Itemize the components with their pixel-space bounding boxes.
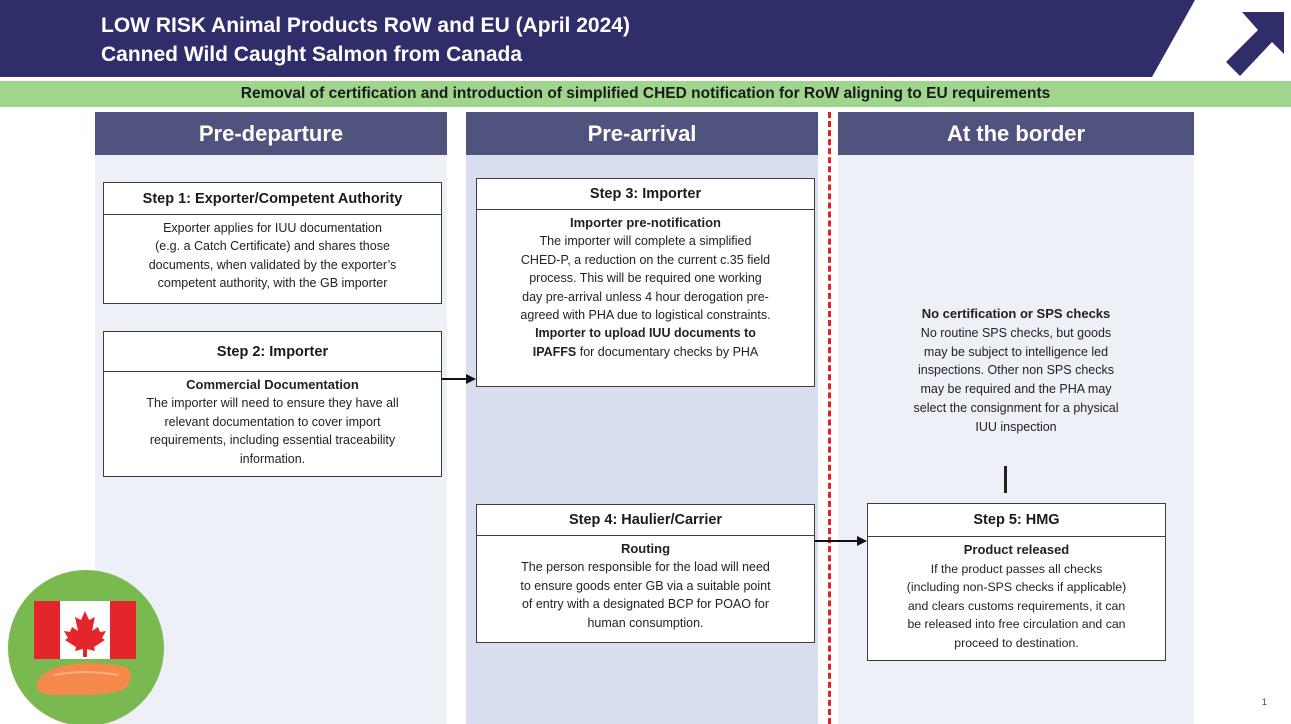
border-divider-line — [828, 112, 831, 724]
border-checks-note: No certification or SPS checks No routin… — [868, 305, 1164, 437]
page-title: LOW RISK Animal Products RoW and EU (Apr… — [101, 14, 630, 37]
step3-tail: for documentary checks by PHA — [576, 344, 759, 359]
border-note-line: inspections. Other non SPS checks — [918, 363, 1114, 378]
step5-body: Product released If the product passes a… — [868, 537, 1165, 652]
page-subtitle: Canned Wild Caught Salmon from Canada — [101, 43, 523, 66]
step2-line: information. — [239, 451, 306, 466]
step4-title: Step 4: Haulier/Carrier — [477, 505, 814, 536]
step2-body: Commercial Documentation The importer wi… — [104, 372, 441, 468]
step4-line: of entry with a designated BCP for POAO … — [521, 597, 770, 612]
canada-flag-icon — [34, 601, 136, 695]
step3-line: agreed with PHA due to logistical constr… — [520, 308, 771, 323]
step3-title: Step 3: Importer — [477, 179, 814, 210]
step2-line: The importer will need to ensure they ha… — [146, 396, 399, 411]
column-header-pre-arrival: Pre-arrival — [466, 112, 818, 155]
step4-line: The person responsible for the load will… — [521, 560, 770, 575]
step2-subtitle: Commercial Documentation — [186, 377, 359, 392]
step3-bold-line: Importer to upload IUU documents to — [535, 326, 756, 341]
step3-line: day pre-arrival unless 4 hour derogation… — [522, 289, 769, 304]
step3-subtitle: Importer pre-notification — [570, 215, 721, 230]
step1-line: documents, when validated by the exporte… — [148, 257, 397, 272]
step5-title: Step 5: HMG — [868, 504, 1165, 537]
step4-line: human consumption. — [587, 615, 704, 630]
step3-box: Step 3: Importer Importer pre-notificati… — [476, 178, 815, 387]
arrow-up-right-icon — [1226, 12, 1284, 76]
step5-line: If the product passes all checks — [930, 561, 1103, 576]
step3-line: CHED-P, a reduction on the current c.35 … — [520, 252, 771, 267]
step5-line: (including non-SPS checks if applicable) — [906, 580, 1127, 594]
column-header-at-border: At the border — [838, 112, 1194, 155]
step1-line: (e.g. a Catch Certificate) and shares th… — [155, 239, 390, 254]
border-note-line: No routine SPS checks, but goods — [920, 325, 1112, 340]
step1-body: Exporter applies for IUU documentation (… — [104, 215, 441, 293]
column-header-pre-departure: Pre-departure — [95, 112, 447, 155]
step4-subtitle: Routing — [620, 541, 671, 556]
step3-bold-ipaffs: IPAFFS — [532, 344, 577, 359]
border-note-line: may be required and the PHA may — [920, 382, 1112, 397]
step2-title: Step 2: Importer — [104, 332, 441, 372]
step1-box: Step 1: Exporter/Competent Authority Exp… — [103, 182, 442, 304]
step5-line: be released into free circulation and ca… — [907, 617, 1126, 631]
border-note-line: IUU inspection — [975, 419, 1057, 434]
border-note-subtitle: No certification or SPS checks — [921, 306, 1111, 321]
header-bar — [0, 0, 1195, 77]
step5-line: and clears customs requirements, it can — [907, 598, 1126, 613]
step2-line: requirements, including essential tracea… — [149, 433, 396, 448]
step4-line: to ensure goods enter GB via a suitable … — [520, 578, 771, 593]
border-note-line: select the consignment for a physical — [913, 400, 1119, 415]
step5-subtitle: Product released — [963, 542, 1070, 557]
page-number: 1 — [1262, 697, 1268, 707]
step1-title: Step 1: Exporter/Competent Authority — [104, 183, 441, 215]
step4-body: Routing The person responsible for the l… — [477, 536, 814, 632]
step4-box: Step 4: Haulier/Carrier Routing The pers… — [476, 504, 815, 643]
step3-line: The importer will complete a simplified — [539, 234, 752, 249]
step2-line: relevant documentation to cover import — [164, 414, 381, 429]
summary-banner: Removal of certification and introductio… — [0, 81, 1291, 107]
arrow-step2-to-step3 — [442, 374, 476, 384]
step3-body: Importer pre-notification The importer w… — [477, 210, 814, 361]
step1-line: competent authority, with the GB importe… — [157, 276, 388, 291]
step3-line: process. This will be required one worki… — [529, 271, 762, 286]
step1-line: Exporter applies for IUU documentation — [163, 221, 382, 235]
salmon-fillet-icon — [36, 663, 131, 695]
step5-box: Step 5: HMG Product released If the prod… — [867, 503, 1166, 661]
arrow-step4-to-step5 — [815, 536, 867, 546]
step5-line: proceed to destination. — [954, 635, 1079, 650]
step2-box: Step 2: Importer Commercial Documentatio… — [103, 331, 442, 477]
connector-line — [1004, 466, 1007, 493]
border-note-line: may be subject to intelligence led — [923, 344, 1109, 359]
